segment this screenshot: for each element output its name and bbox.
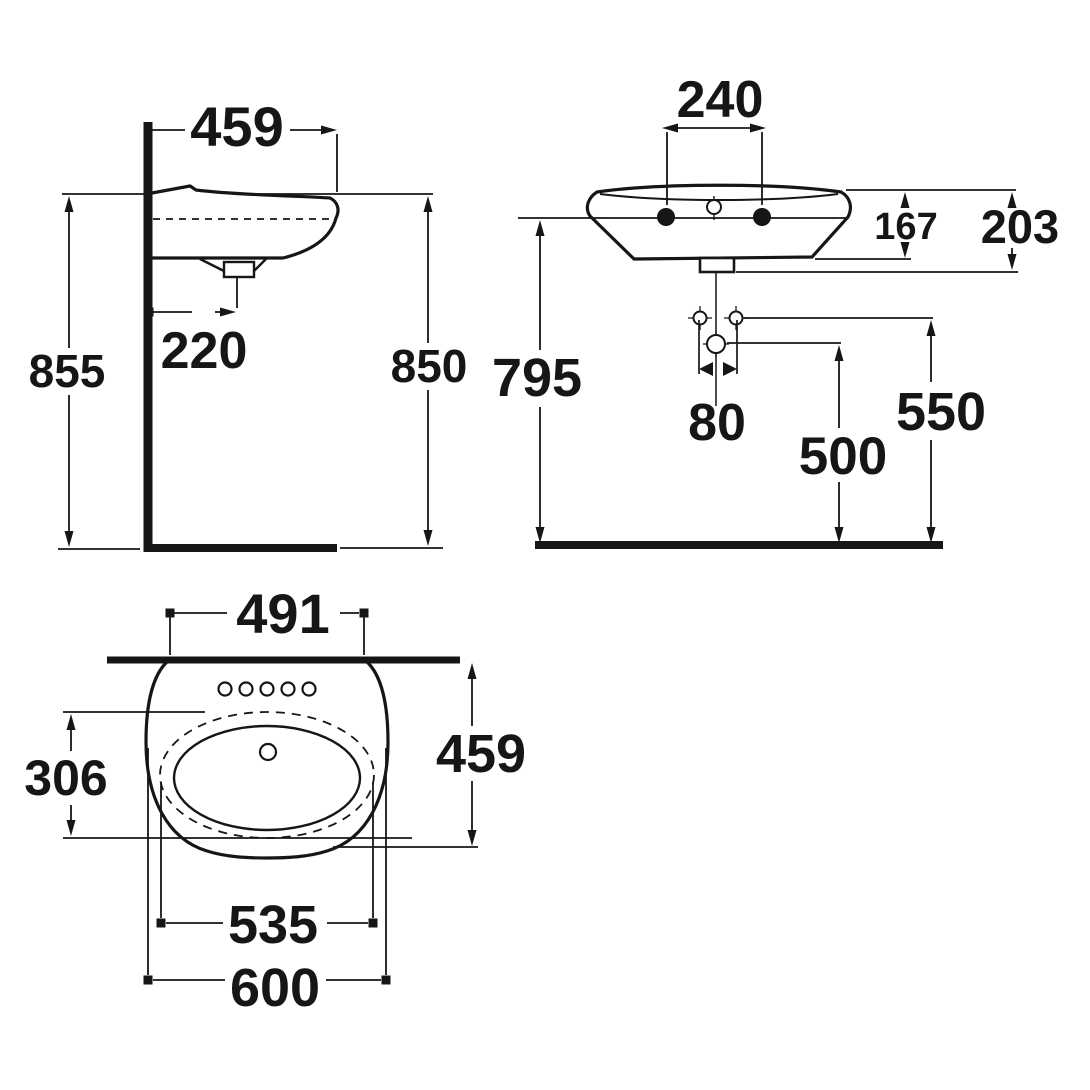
dim-front-collar-height: 203: [736, 192, 1059, 273]
plan-overflow-hole: [258, 742, 278, 762]
dim-label-plan-back-width: 491: [236, 582, 329, 645]
overflow-hole: [706, 199, 722, 215]
front-view: 240 167 203: [492, 71, 1059, 549]
dim-front-body-height: 167: [815, 192, 938, 260]
bolt-hole-right: [728, 310, 744, 326]
tap-hole-left: [657, 208, 675, 226]
basin-side-profile: [151, 184, 340, 260]
drain-boss: [222, 260, 256, 279]
dim-plan-back-width: 491: [165, 582, 369, 655]
plan-tap-hole: [301, 681, 317, 697]
dim-plan-bowl-width: 535: [156, 782, 378, 955]
dim-front-tap-spacing: 240: [662, 71, 766, 205]
dim-label-side-depth: 459: [190, 95, 283, 158]
bolt-hole-left: [692, 310, 708, 326]
dim-label-plan-bowl-width: 535: [228, 895, 318, 955]
dim-side-drain-offset: 220: [144, 277, 248, 380]
dim-front-bolt-height: 550: [744, 317, 986, 543]
bowl-inner: [172, 724, 362, 832]
dim-plan-bowl-depth: 306: [24, 711, 412, 839]
dim-front-bolt-spacing: 80: [688, 362, 746, 452]
drain-collar: [698, 256, 736, 274]
dim-label-front-collar-height: 203: [981, 200, 1059, 253]
dim-label-front-bolt-spacing: 80: [688, 394, 746, 452]
dim-label-front-body-height: 167: [874, 206, 937, 248]
dim-label-plan-depth: 459: [436, 724, 526, 784]
trap-hole: [706, 334, 726, 354]
tap-hole-row: [217, 681, 317, 697]
dim-front-trap-height: 500: [727, 342, 887, 543]
rim-inner-line: [599, 193, 839, 201]
fixing-detail: [688, 273, 748, 406]
dim-side-rear-height: 855: [29, 196, 140, 550]
dim-label-plan-bowl-depth: 306: [24, 750, 107, 806]
dim-label-front-trap-height: 500: [799, 427, 887, 486]
dim-label-side-drain-offset: 220: [161, 322, 248, 380]
plan-tap-hole: [238, 681, 254, 697]
dim-label-side-rear-height: 855: [29, 345, 106, 397]
dim-front-underside-height: 795: [492, 220, 582, 543]
side-view: 459 220 855 850: [29, 95, 468, 552]
basin-front-outline: [585, 183, 852, 261]
plan-tap-hole: [280, 681, 296, 697]
plan-tap-hole: [259, 681, 275, 697]
dim-label-front-underside-height: 795: [492, 348, 582, 408]
plan-tap-hole: [217, 681, 233, 697]
tap-hole-right: [753, 208, 771, 226]
dim-label-front-bolt-height: 550: [896, 382, 986, 442]
dim-label-front-tap-spacing: 240: [677, 71, 764, 129]
dim-plan-depth: 459: [333, 663, 526, 848]
plan-view: 491 459 306 535: [24, 582, 526, 1018]
dim-label-plan-overall-width: 600: [230, 958, 320, 1018]
drain-boss-slants: [199, 257, 267, 273]
dim-side-depth: 459: [143, 95, 338, 192]
dim-side-front-height: 850: [340, 196, 468, 549]
dim-label-side-front-height: 850: [391, 340, 468, 392]
dim-plan-overall-width: 600: [143, 748, 391, 1018]
